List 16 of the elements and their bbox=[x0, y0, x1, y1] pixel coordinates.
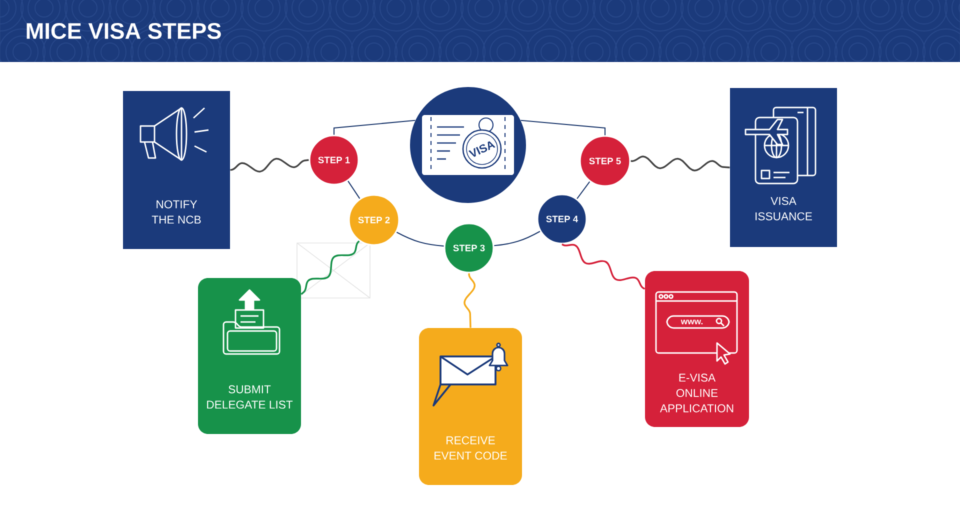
wavy-connector bbox=[230, 158, 309, 172]
step-card: NOTIFY THE NCB bbox=[123, 91, 230, 249]
visa-badge: VISA bbox=[410, 87, 526, 203]
step-card: SUBMIT DELEGATE LIST bbox=[198, 278, 301, 434]
wavy-connector bbox=[300, 240, 360, 295]
connector-line bbox=[333, 120, 416, 135]
url-text: www. bbox=[680, 320, 703, 324]
connector-line bbox=[494, 230, 540, 246]
wavy-connector bbox=[464, 273, 476, 328]
connector-line bbox=[348, 180, 360, 199]
connector-line bbox=[396, 232, 444, 247]
wavy-connector bbox=[562, 244, 646, 290]
connector-line bbox=[520, 120, 606, 136]
connector-line bbox=[576, 181, 590, 199]
title: MICE VISA STEPS bbox=[26, 22, 221, 40]
wavy-connector bbox=[630, 156, 730, 172]
